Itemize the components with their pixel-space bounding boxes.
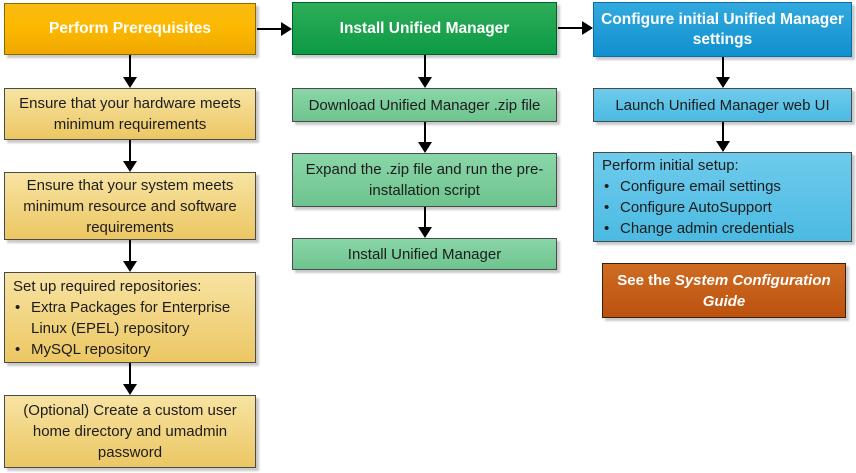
arrow-line — [129, 55, 131, 77]
step-install-unified-manager: Install Unified Manager — [292, 238, 557, 270]
arrow-head-icon — [281, 22, 292, 36]
arrow-line — [423, 55, 426, 77]
arrow-line — [423, 207, 426, 227]
header-install-unified-manager: Install Unified Manager — [292, 2, 557, 55]
arrow-head-icon — [715, 77, 730, 88]
arrow-line — [558, 27, 582, 29]
arrow-head-icon — [417, 227, 432, 238]
step-system-requirements: Ensure that your system meets minimum re… — [4, 172, 256, 240]
arrow-line — [721, 57, 724, 77]
arrow-line — [721, 122, 724, 141]
note-text: See the System Configuration Guide — [609, 270, 839, 312]
arrow-line — [129, 240, 131, 261]
bullet-text: Configure email settings — [620, 178, 781, 195]
down-arrow — [4, 55, 256, 88]
down-arrow — [4, 240, 256, 272]
step-launch-web-ui: Launch Unified Manager web UI — [593, 88, 852, 122]
flow-column-configure: Configure initial Unified Manager settin… — [593, 0, 852, 318]
bullet-icon: • — [15, 298, 21, 316]
note-see-system-configuration-guide: See the System Configuration Guide — [602, 263, 846, 318]
arrow-head-icon — [417, 142, 432, 153]
step-expand-zip-run-script: Expand the .zip file and run the pre-ins… — [292, 153, 557, 207]
spacer — [593, 242, 852, 263]
step-perform-initial-setup: Perform initial setup: • Configure email… — [593, 152, 852, 242]
down-arrow — [593, 57, 852, 88]
arrow-head-icon — [123, 261, 137, 272]
header-perform-prerequisites: Perform Prerequisites — [4, 3, 256, 55]
bullet-item: • Change admin credentials — [602, 218, 847, 239]
arrow-head-icon — [123, 77, 137, 88]
step-intro: Perform initial setup: — [602, 157, 739, 174]
bullet-text: Configure AutoSupport — [620, 199, 772, 216]
bullet-item: • Extra Packages for Enterprise Linux (E… — [13, 297, 251, 339]
right-arrow — [558, 21, 593, 35]
step-hardware-requirements: Ensure that your hardware meets minimum … — [4, 88, 256, 140]
down-arrow — [593, 122, 852, 152]
arrow-head-icon — [417, 77, 432, 88]
bullet-icon: • — [604, 199, 610, 216]
note-guide-title: System Configuration Guide — [674, 271, 831, 310]
step-set-up-repositories: Set up required repositories: • Extra Pa… — [4, 272, 256, 363]
arrow-line — [423, 122, 426, 142]
arrow-head-icon — [123, 161, 137, 172]
down-arrow — [292, 122, 557, 153]
down-arrow — [4, 140, 256, 172]
step-optional-custom-user: (Optional) Create a custom user home dir… — [4, 395, 256, 468]
arrow-head-icon — [582, 21, 593, 35]
bullet-item: • MySQL repository — [13, 339, 251, 360]
bullet-icon: • — [15, 340, 21, 358]
bullet-text: Change admin credentials — [620, 220, 795, 237]
header-configure-initial-settings: Configure initial Unified Manager settin… — [593, 2, 852, 57]
bullet-text: Extra Packages for Enterprise Linux (EPE… — [31, 298, 231, 337]
right-arrow — [257, 22, 292, 36]
step-download-zip: Download Unified Manager .zip file — [292, 88, 557, 122]
arrow-head-icon — [715, 141, 730, 152]
arrow-line — [129, 140, 131, 161]
flow-column-prerequisites: Perform Prerequisites Ensure that your h… — [4, 0, 256, 468]
down-arrow — [292, 55, 557, 88]
bullet-icon: • — [604, 220, 610, 237]
down-arrow — [292, 207, 557, 238]
arrow-head-icon — [123, 384, 137, 395]
bullet-icon: • — [604, 178, 610, 195]
bullet-text: MySQL repository — [31, 340, 151, 358]
down-arrow — [4, 363, 256, 395]
bullet-item: • Configure AutoSupport — [602, 197, 847, 218]
arrow-line — [257, 28, 281, 30]
step-intro: Set up required repositories: — [13, 277, 202, 295]
note-prefix: See the — [617, 271, 675, 289]
bullet-item: • Configure email settings — [602, 176, 847, 197]
arrow-line — [129, 363, 131, 384]
flow-column-install: Install Unified Manager Download Unified… — [292, 0, 557, 270]
